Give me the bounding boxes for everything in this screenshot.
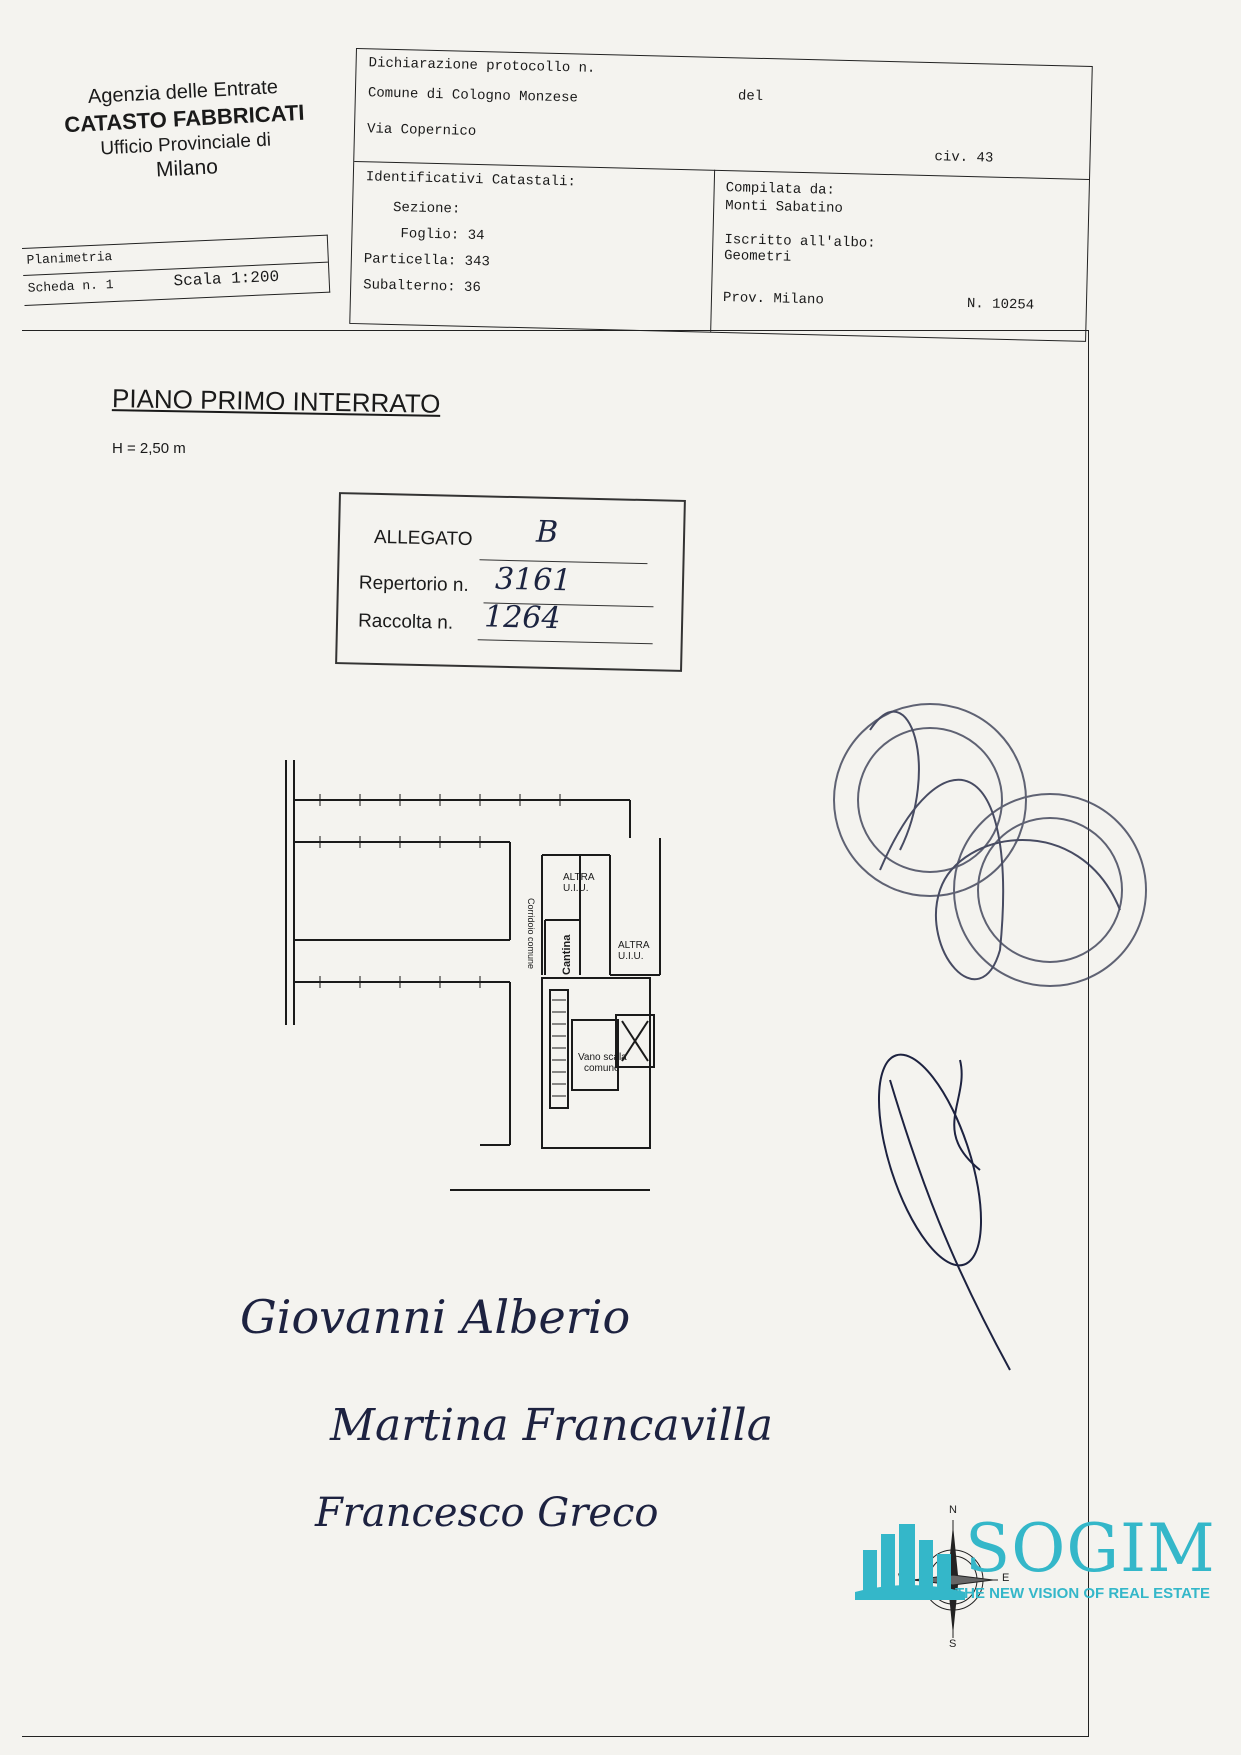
scheda-number: Scheda n. 1	[27, 277, 114, 296]
agency-header: Agenzia delle Entrate CATASTO FABBRICATI…	[48, 73, 323, 189]
stair-label-b: comune	[584, 1063, 620, 1074]
altra-uiu-label-1b: U.I.U.	[563, 883, 589, 894]
elevator-cross	[621, 1020, 649, 1062]
raccolta-underline	[477, 639, 653, 645]
civ-label: civ. 43	[934, 149, 994, 167]
sogim-logo-icon	[855, 1524, 965, 1600]
corridor-label: Corridoio comune	[526, 898, 536, 969]
allegato-letter: B	[535, 514, 559, 551]
raccolta-value: 1264	[483, 599, 561, 637]
sogim-logo-text: SOGIM	[965, 1510, 1216, 1587]
stair-block	[541, 977, 651, 1149]
notary-seal-stamp	[833, 703, 1147, 987]
stair-flight	[549, 989, 569, 1109]
elevator-shaft	[615, 1014, 655, 1068]
compass-east: E	[1002, 1572, 1010, 1584]
compass-south: S	[949, 1638, 957, 1650]
repertorio-label: Repertorio n.	[358, 572, 469, 597]
drawing-frame	[22, 330, 1089, 1737]
raccolta-label: Raccolta n.	[357, 610, 454, 634]
iscritto-value: Geometri	[723, 248, 792, 266]
floor-title: PIANO PRIMO INTERRATO	[111, 383, 441, 419]
subalterno-label: Subalterno: 36	[363, 277, 481, 297]
notary-signature-mark	[877, 1053, 1011, 1371]
altra-uiu-label-1: ALTRA	[563, 872, 595, 883]
sogim-tagline: THE NEW VISION OF REAL ESTATE	[955, 1585, 1211, 1602]
declaration-column-divider	[710, 169, 716, 332]
floor-height: H = 2,50 m	[112, 440, 186, 457]
scale-label: Scala 1:200	[173, 267, 280, 291]
stair-landing	[571, 1019, 619, 1091]
del-label: del	[737, 88, 764, 105]
altra-uiu-label-2b: U.I.U.	[618, 951, 644, 962]
protocollo-label: Dichiarazione protocollo n.	[368, 55, 596, 77]
province-label: Prov. Milano	[722, 290, 824, 309]
allegato-stamp: ALLEGATO B Repertorio n. 3161 Raccolta n…	[335, 492, 686, 672]
planimetria-label: Planimetria	[26, 249, 113, 268]
allegato-label: ALLEGATO	[373, 526, 473, 551]
planimetria-box: Planimetria Scheda n. 1 Scala 1:200	[22, 234, 331, 306]
via-label: Via Copernico	[366, 121, 477, 140]
floor-plan-drawing: ALTRA U.I.U. ALTRA U.I.U. Corridoio comu…	[285, 760, 661, 1191]
compilata-name: Monti Sabatino	[725, 198, 844, 217]
signature-2: Martina Francavilla	[330, 1400, 773, 1451]
stair-label: Vano scala	[578, 1052, 627, 1063]
sezione-label: Sezione:	[392, 199, 461, 218]
cantina-label: Cantina	[561, 934, 573, 975]
ident-title: Identificativi Catastali:	[365, 169, 577, 191]
compilata-label: Compilata da:	[725, 180, 836, 199]
comune-label: Comune di Cologno Monzese	[367, 85, 579, 107]
signature-1: Giovanni Alberio	[240, 1290, 631, 1344]
foglio-label: Foglio: 34	[400, 226, 485, 245]
repertorio-value: 3161	[494, 561, 572, 599]
compass-north: N	[949, 1504, 957, 1516]
declaration-box: Dichiarazione protocollo n. del Comune d…	[349, 48, 1093, 342]
registration-number: N. 10254	[966, 296, 1035, 314]
particella-label: Particella: 343	[363, 251, 491, 271]
signature-3: Francesco Greco	[315, 1490, 659, 1536]
altra-uiu-label-2: ALTRA	[618, 940, 650, 951]
